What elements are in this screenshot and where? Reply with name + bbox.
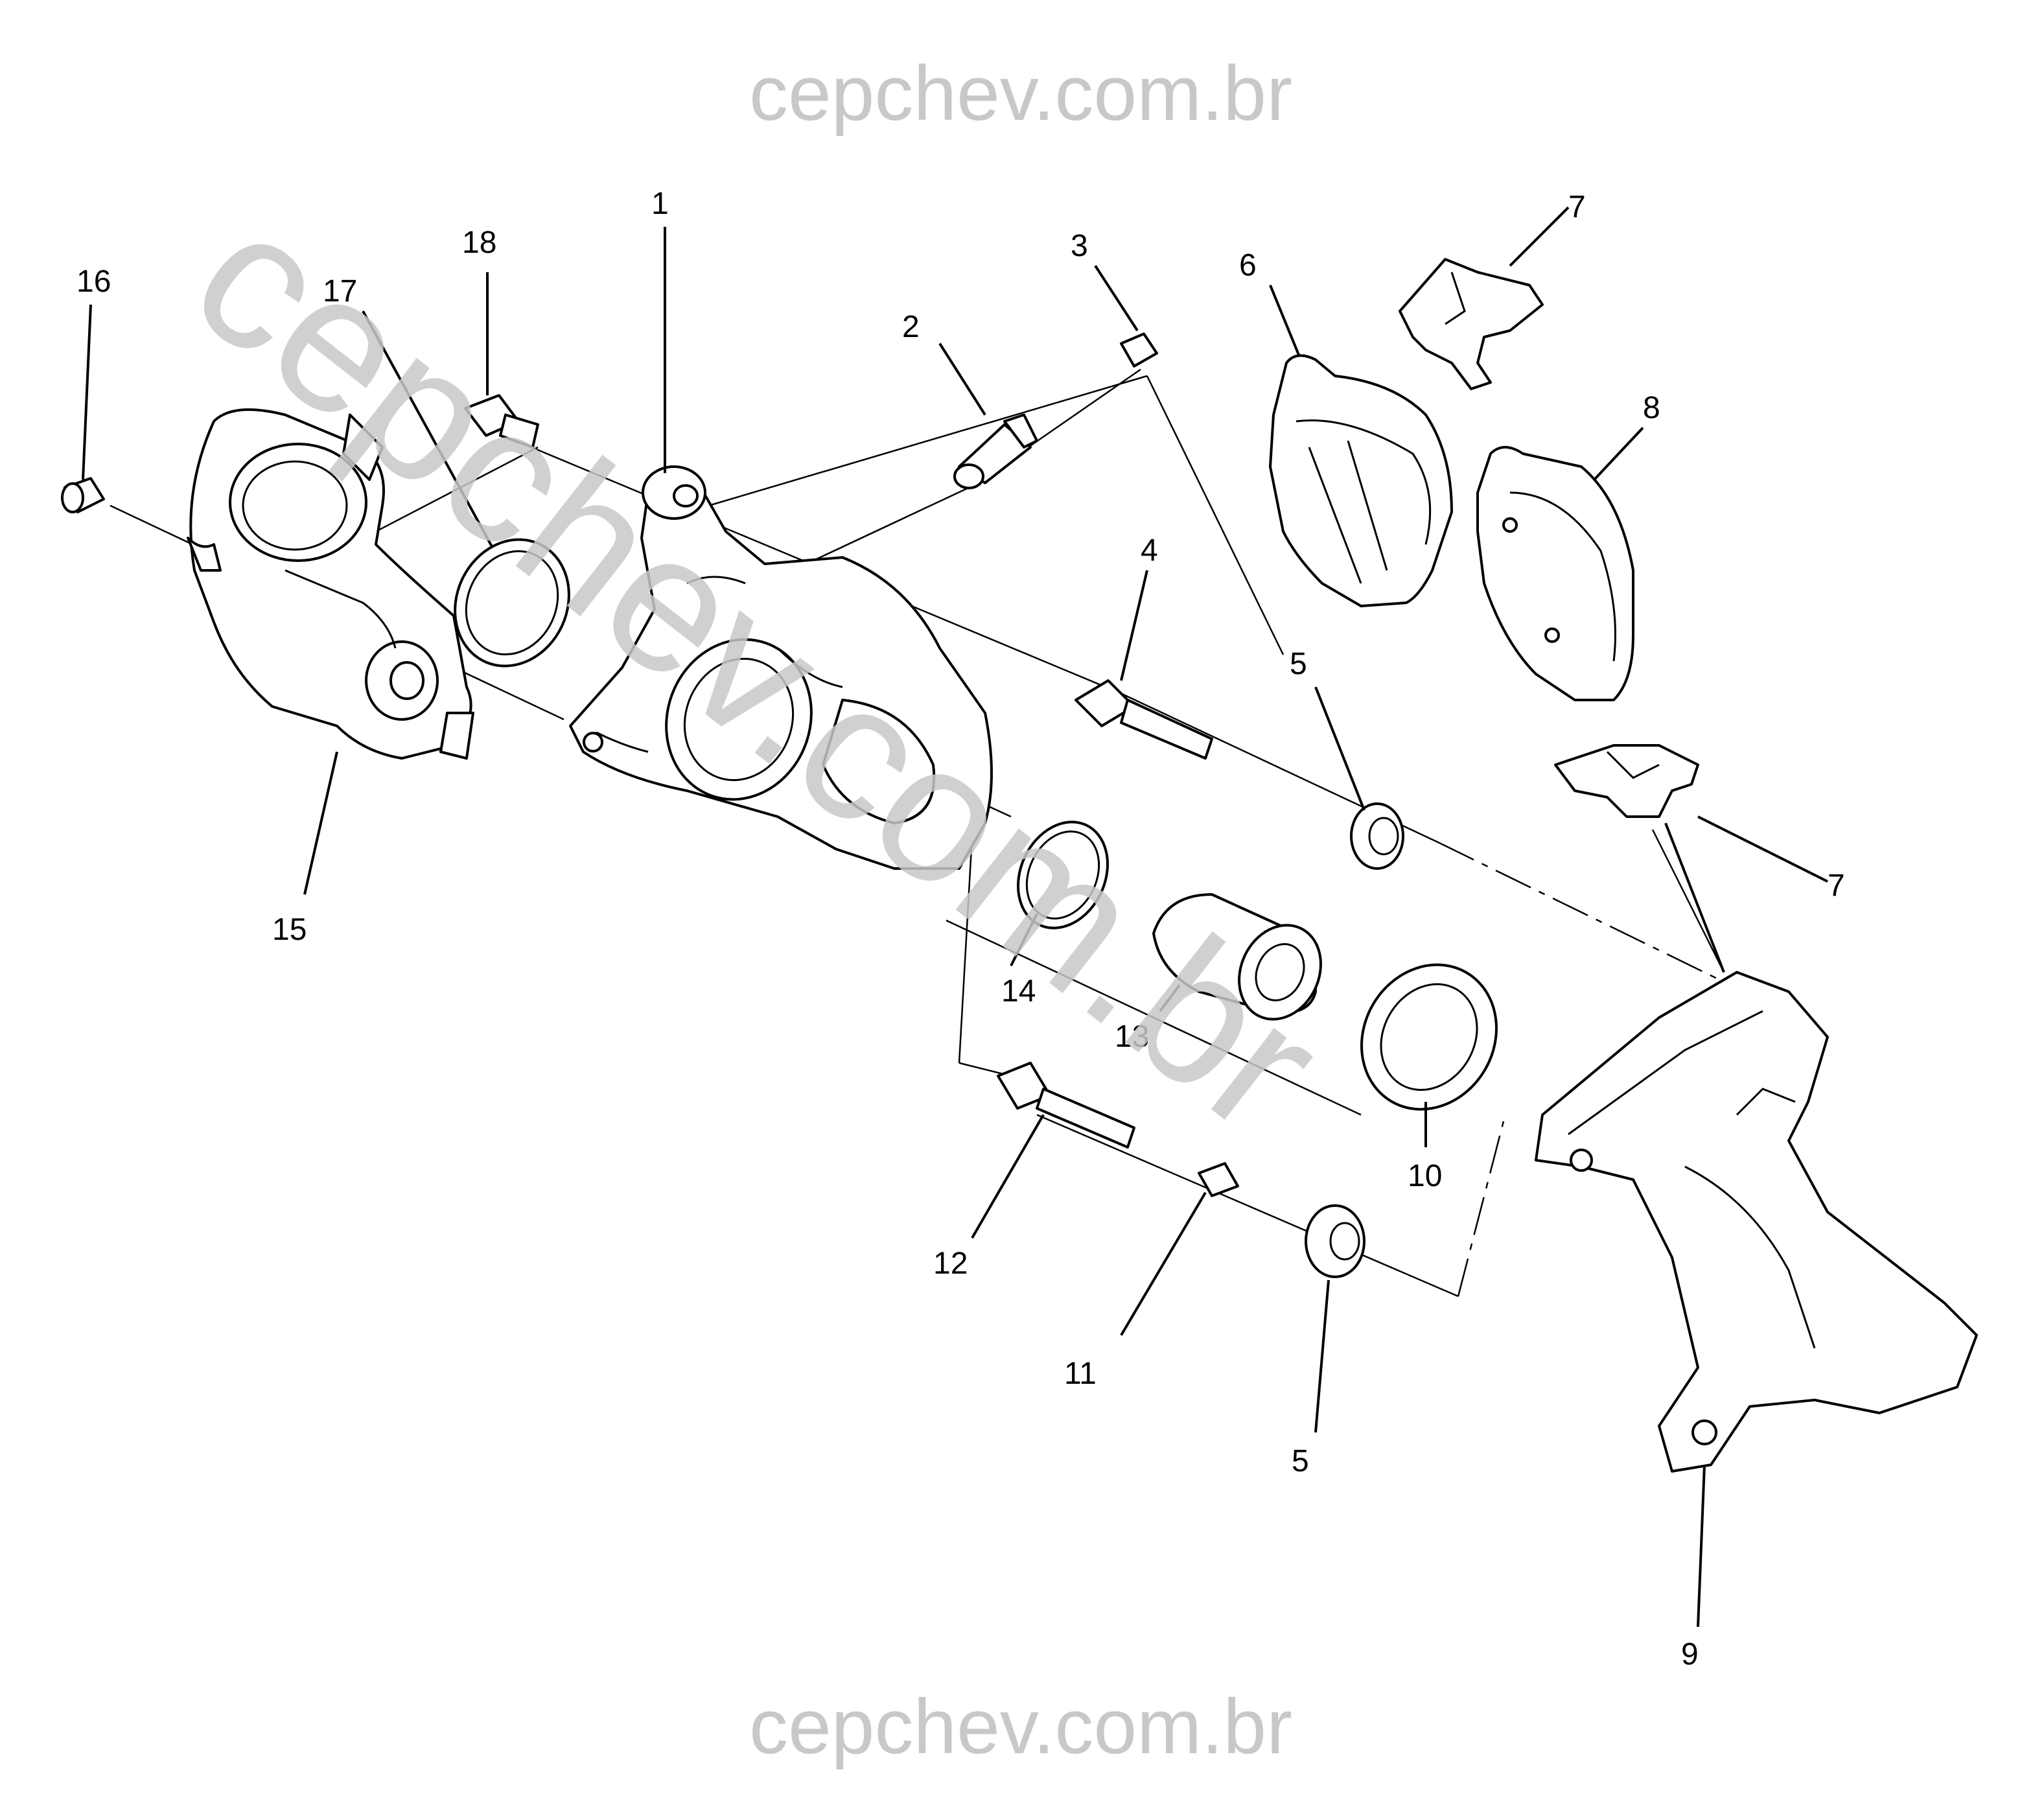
callout-14: 14	[1001, 974, 1036, 1009]
callout-4: 4	[1141, 533, 1158, 568]
part-7-pad-clip-upper	[1399, 258, 1544, 390]
callout-11: 11	[1064, 1357, 1097, 1391]
part-13-piston	[1152, 893, 1322, 1021]
part-8-brake-pad-inner	[1476, 446, 1634, 701]
callout-3: 3	[1071, 229, 1088, 263]
callout-17: 17	[323, 274, 357, 309]
part-1-caliper-body	[569, 465, 993, 870]
callout-5-lower: 5	[1292, 1444, 1309, 1478]
part-3-bleeder-cap	[1120, 332, 1158, 368]
part-5-guide-boot-lower	[1305, 1204, 1365, 1278]
callout-10: 10	[1408, 1159, 1442, 1193]
callout-8: 8	[1643, 391, 1660, 425]
part-6-brake-pad-outer	[1269, 354, 1453, 607]
callout-15: 15	[272, 913, 307, 947]
callout-18: 18	[462, 226, 496, 260]
callout-7-lower: 7	[1828, 869, 1845, 903]
part-18-bolt	[464, 394, 539, 449]
part-7-pad-clip-lower	[1554, 744, 1699, 818]
part-15-actuator-motor	[187, 408, 474, 760]
watermarks: cepchev.com.br cepchev.com.br cepchev.co…	[156, 50, 1360, 1770]
part-12-guide-pin-bolt	[997, 1062, 1135, 1149]
part-14-piston-seal	[1017, 821, 1109, 929]
part-2-bleeder-valve	[953, 414, 1038, 489]
callout-7-upper: 7	[1568, 190, 1586, 224]
watermark-top: cepchev.com.br	[749, 50, 1292, 137]
part-5-guide-boot-upper	[1350, 802, 1404, 870]
watermark-bottom: cepchev.com.br	[749, 1683, 1292, 1770]
part-16-bleeder-cap	[61, 477, 105, 513]
callout-6: 6	[1239, 248, 1257, 283]
part-9-caliper-bracket	[1535, 971, 1978, 1473]
callout-leaders	[82, 206, 1828, 1628]
callout-5-upper: 5	[1290, 647, 1307, 681]
callout-13: 13	[1115, 1020, 1149, 1054]
part-4-guide-pin-bolt	[1075, 679, 1213, 760]
callout-1: 1	[651, 187, 669, 221]
callout-16: 16	[76, 264, 111, 299]
part-11-bushing	[1198, 1162, 1239, 1197]
part-17-o-ring	[454, 538, 570, 668]
callout-labels: 1 2 3 4 5 5 6 7 7 8 9 10 11 12 13 14 15 …	[76, 187, 1845, 1672]
callout-12: 12	[933, 1246, 968, 1281]
callout-9: 9	[1681, 1637, 1699, 1672]
callout-2: 2	[902, 310, 920, 344]
part-10-dust-boot	[1360, 963, 1498, 1111]
